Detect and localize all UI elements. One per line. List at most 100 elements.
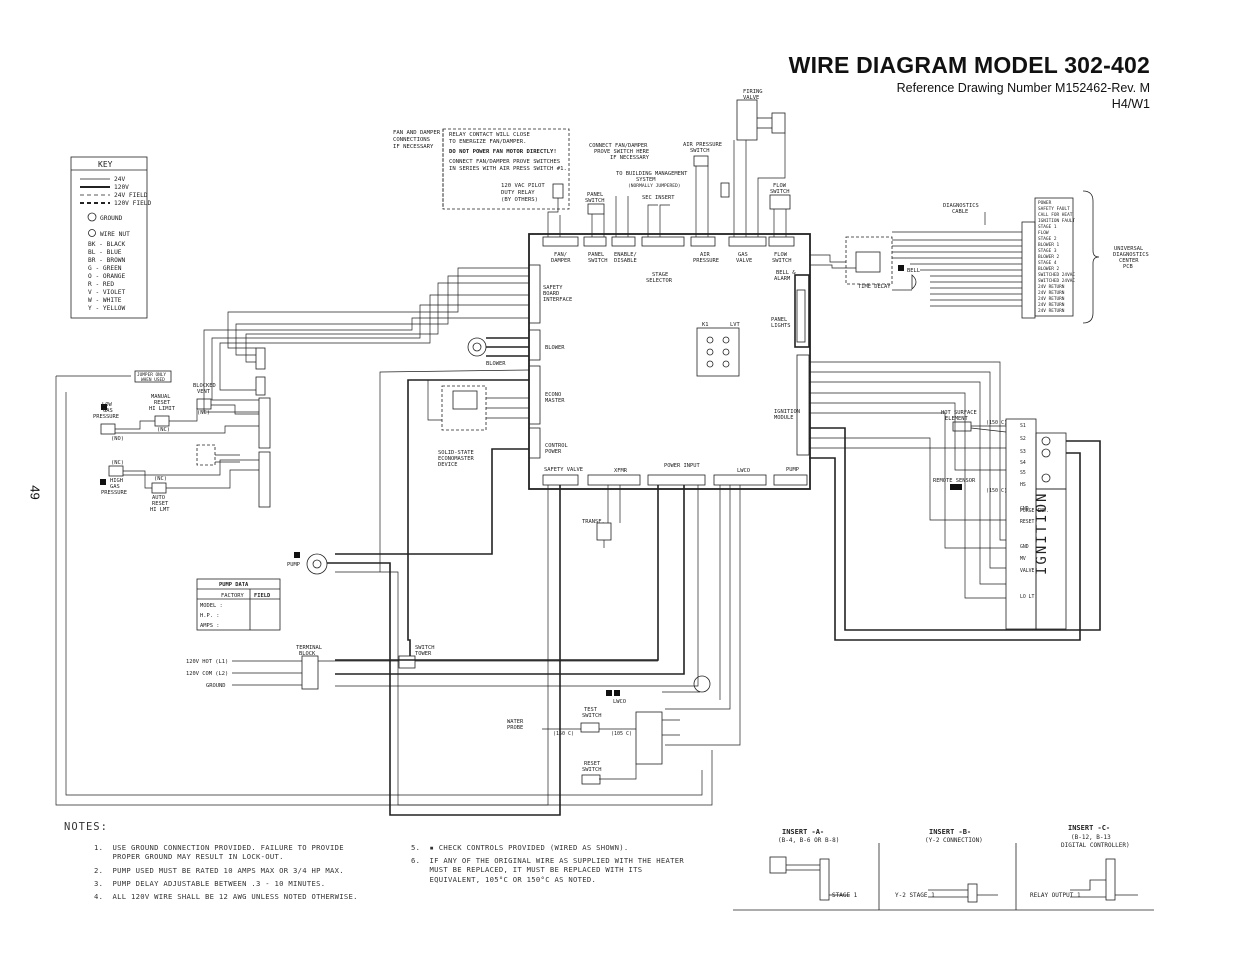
svg-text:XFMR: XFMR [614, 468, 628, 474]
svg-text:PANEL: PANEL [771, 317, 787, 323]
svg-text:DIGITAL CONTROLLER): DIGITAL CONTROLLER) [1061, 842, 1130, 849]
svg-text:RELAY OUTPUT 1: RELAY OUTPUT 1 [1030, 892, 1081, 899]
svg-text:K1: K1 [702, 322, 709, 328]
svg-text:120V COM (L2): 120V COM (L2) [186, 671, 228, 677]
svg-text:(150 C): (150 C) [986, 420, 1007, 426]
air-pressure-switch [693, 155, 709, 167]
svg-text:AIR: AIR [700, 252, 710, 258]
manual-reset-hi-limit [154, 415, 170, 427]
svg-text:DAMPER: DAMPER [551, 258, 571, 264]
svg-text:PANEL: PANEL [587, 192, 603, 198]
svg-text:S4: S4 [1020, 460, 1026, 466]
svg-text:PROBE: PROBE [507, 725, 523, 731]
svg-text:HI LIMIT: HI LIMIT [149, 406, 176, 412]
svg-text:TO BUILDING MANAGEMENT: TO BUILDING MANAGEMENT [616, 171, 688, 177]
high-gas-pressure-switch [108, 465, 124, 477]
svg-text:CONNECT FAN/DAMPER: CONNECT FAN/DAMPER [589, 143, 648, 149]
svg-text:TO ENERGIZE FAN/DAMPER.: TO ENERGIZE FAN/DAMPER. [449, 139, 526, 145]
svg-text:POWER: POWER [545, 449, 562, 455]
svg-text:VALVE: VALVE [1020, 568, 1035, 574]
svg-text:SWITCHED 24VAC: SWITCHED 24VAC [1038, 272, 1075, 278]
reset-switch [581, 774, 601, 785]
svg-text:SEC INSERT: SEC INSERT [642, 195, 675, 201]
panel-switch [587, 203, 605, 215]
note-line: 2. PUMP USED MUST BE RATED 10 AMPS MAX O… [94, 866, 344, 875]
insert-a-connector [819, 858, 830, 901]
solid-state-econo-box [441, 385, 487, 431]
svg-text:REMOTE SENSOR: REMOTE SENSOR [933, 478, 976, 484]
note-line: 5. ▪ CHECK CONTROLS PROVIDED (WIRED AS S… [411, 843, 629, 852]
svg-text:WIRE NUT: WIRE NUT [100, 231, 130, 238]
svg-text:FIELD: FIELD [254, 593, 270, 599]
svg-text:(B-4, B-6 OR B-8): (B-4, B-6 OR B-8) [778, 837, 839, 844]
svg-text:FLOW: FLOW [774, 252, 788, 258]
svg-text:MODULE: MODULE [774, 415, 793, 421]
svg-text:V - VIOLET: V - VIOLET [88, 289, 126, 296]
svg-text:BK - BLACK: BK - BLACK [88, 241, 126, 248]
svg-text:SWITCH: SWITCH [585, 198, 604, 204]
svg-text:BLOCK: BLOCK [299, 651, 316, 657]
svg-text:SELECTOR: SELECTOR [646, 278, 673, 284]
svg-text:(NORMALLY JUMPERED): (NORMALLY JUMPERED) [628, 183, 681, 189]
svg-text:BOARD: BOARD [543, 291, 559, 297]
svg-text:LVT: LVT [730, 322, 740, 328]
svg-text:SWITCH: SWITCH [588, 258, 607, 264]
svg-text:LOW: LOW [102, 402, 112, 408]
remote-sensor-marker [950, 484, 962, 490]
svg-text:SYSTEM: SYSTEM [636, 177, 656, 183]
page-title: WIRE DIAGRAM MODEL 302-402 [788, 52, 1150, 78]
insert-a-title: INSERT -A- [782, 828, 824, 836]
svg-text:(BY OTHERS): (BY OTHERS) [501, 197, 538, 203]
test-switch [580, 722, 600, 733]
svg-text:SWITCH: SWITCH [770, 189, 789, 195]
svg-text:VENT: VENT [197, 389, 211, 395]
svg-text:JUMPER ONLY: JUMPER ONLY [137, 372, 166, 378]
low-gas-pressure-switch [100, 423, 116, 435]
ignition-pin-labels: S1 S2 S3 S4 S5 HS GND RESET PURGE IND. G… [1020, 423, 1049, 600]
hot-surface-element [952, 421, 972, 432]
svg-text:24V RETURN: 24V RETURN [1038, 296, 1065, 302]
svg-text:120V FIELD: 120V FIELD [114, 200, 152, 207]
universal-diagnostics-bracket [1082, 190, 1100, 324]
svg-text:BLOWER 1: BLOWER 1 [1038, 242, 1060, 248]
note-line: 3. PUMP DELAY ADJUSTABLE BETWEEN .3 - 10… [94, 879, 326, 888]
svg-text:AMPS :: AMPS : [200, 623, 219, 629]
svg-text:BELL &: BELL & [776, 270, 796, 276]
svg-text:STAGE 1: STAGE 1 [832, 892, 858, 899]
svg-text:S2: S2 [1020, 436, 1026, 442]
svg-text:GROUND: GROUND [206, 683, 225, 689]
pump-motor [306, 553, 328, 575]
svg-text:RESET: RESET [1020, 519, 1035, 525]
svg-text:CABLE: CABLE [952, 209, 968, 215]
svg-text:120V: 120V [114, 184, 129, 191]
svg-text:STAGE 3: STAGE 3 [1038, 248, 1057, 254]
svg-text:Y - YELLOW: Y - YELLOW [88, 305, 126, 312]
svg-text:TIME DELAY: TIME DELAY [858, 284, 891, 290]
svg-text:INTERFACE: INTERFACE [543, 297, 572, 303]
jumper-label-box [134, 370, 172, 383]
svg-text:24V RETURN: 24V RETURN [1038, 284, 1065, 290]
note-line: MUST BE REPLACED, IT MUST BE REPLACED WI… [411, 865, 643, 874]
svg-text:CONNECT FAN/DAMPER PROVE SWITC: CONNECT FAN/DAMPER PROVE SWITCHES [449, 159, 560, 165]
svg-text:PURGE IND.: PURGE IND. [1020, 508, 1049, 514]
svg-text:ECONO: ECONO [545, 392, 561, 398]
svg-text:PRESSURE: PRESSURE [93, 414, 119, 420]
svg-text:LIGHTS: LIGHTS [771, 323, 790, 329]
ignition-label: IGNITION [1034, 492, 1050, 575]
note-line: 6. IF ANY OF THE ORIGINAL WIRE AS SUPPLI… [411, 856, 685, 865]
ignition-module-upper [1035, 432, 1067, 490]
svg-text:S3: S3 [1020, 449, 1026, 455]
svg-text:HI LMT: HI LMT [150, 507, 170, 513]
main-control-board [528, 233, 811, 490]
svg-text:(105 C): (105 C) [611, 731, 632, 737]
svg-text:TOWER: TOWER [415, 651, 432, 657]
insert-c-connector [1105, 858, 1116, 901]
svg-text:CALL FOR HEAT: CALL FOR HEAT [1038, 212, 1073, 218]
svg-text:PUMP DATA: PUMP DATA [219, 582, 249, 588]
svg-text:DIAGNOSTICS: DIAGNOSTICS [1113, 252, 1149, 258]
svg-text:POWER INPUT: POWER INPUT [664, 463, 700, 469]
svg-text:FLOW: FLOW [773, 183, 787, 189]
reference-drawing-number: Reference Drawing Number M152462-Rev. M [896, 81, 1150, 95]
svg-text:HS: HS [1020, 482, 1026, 488]
